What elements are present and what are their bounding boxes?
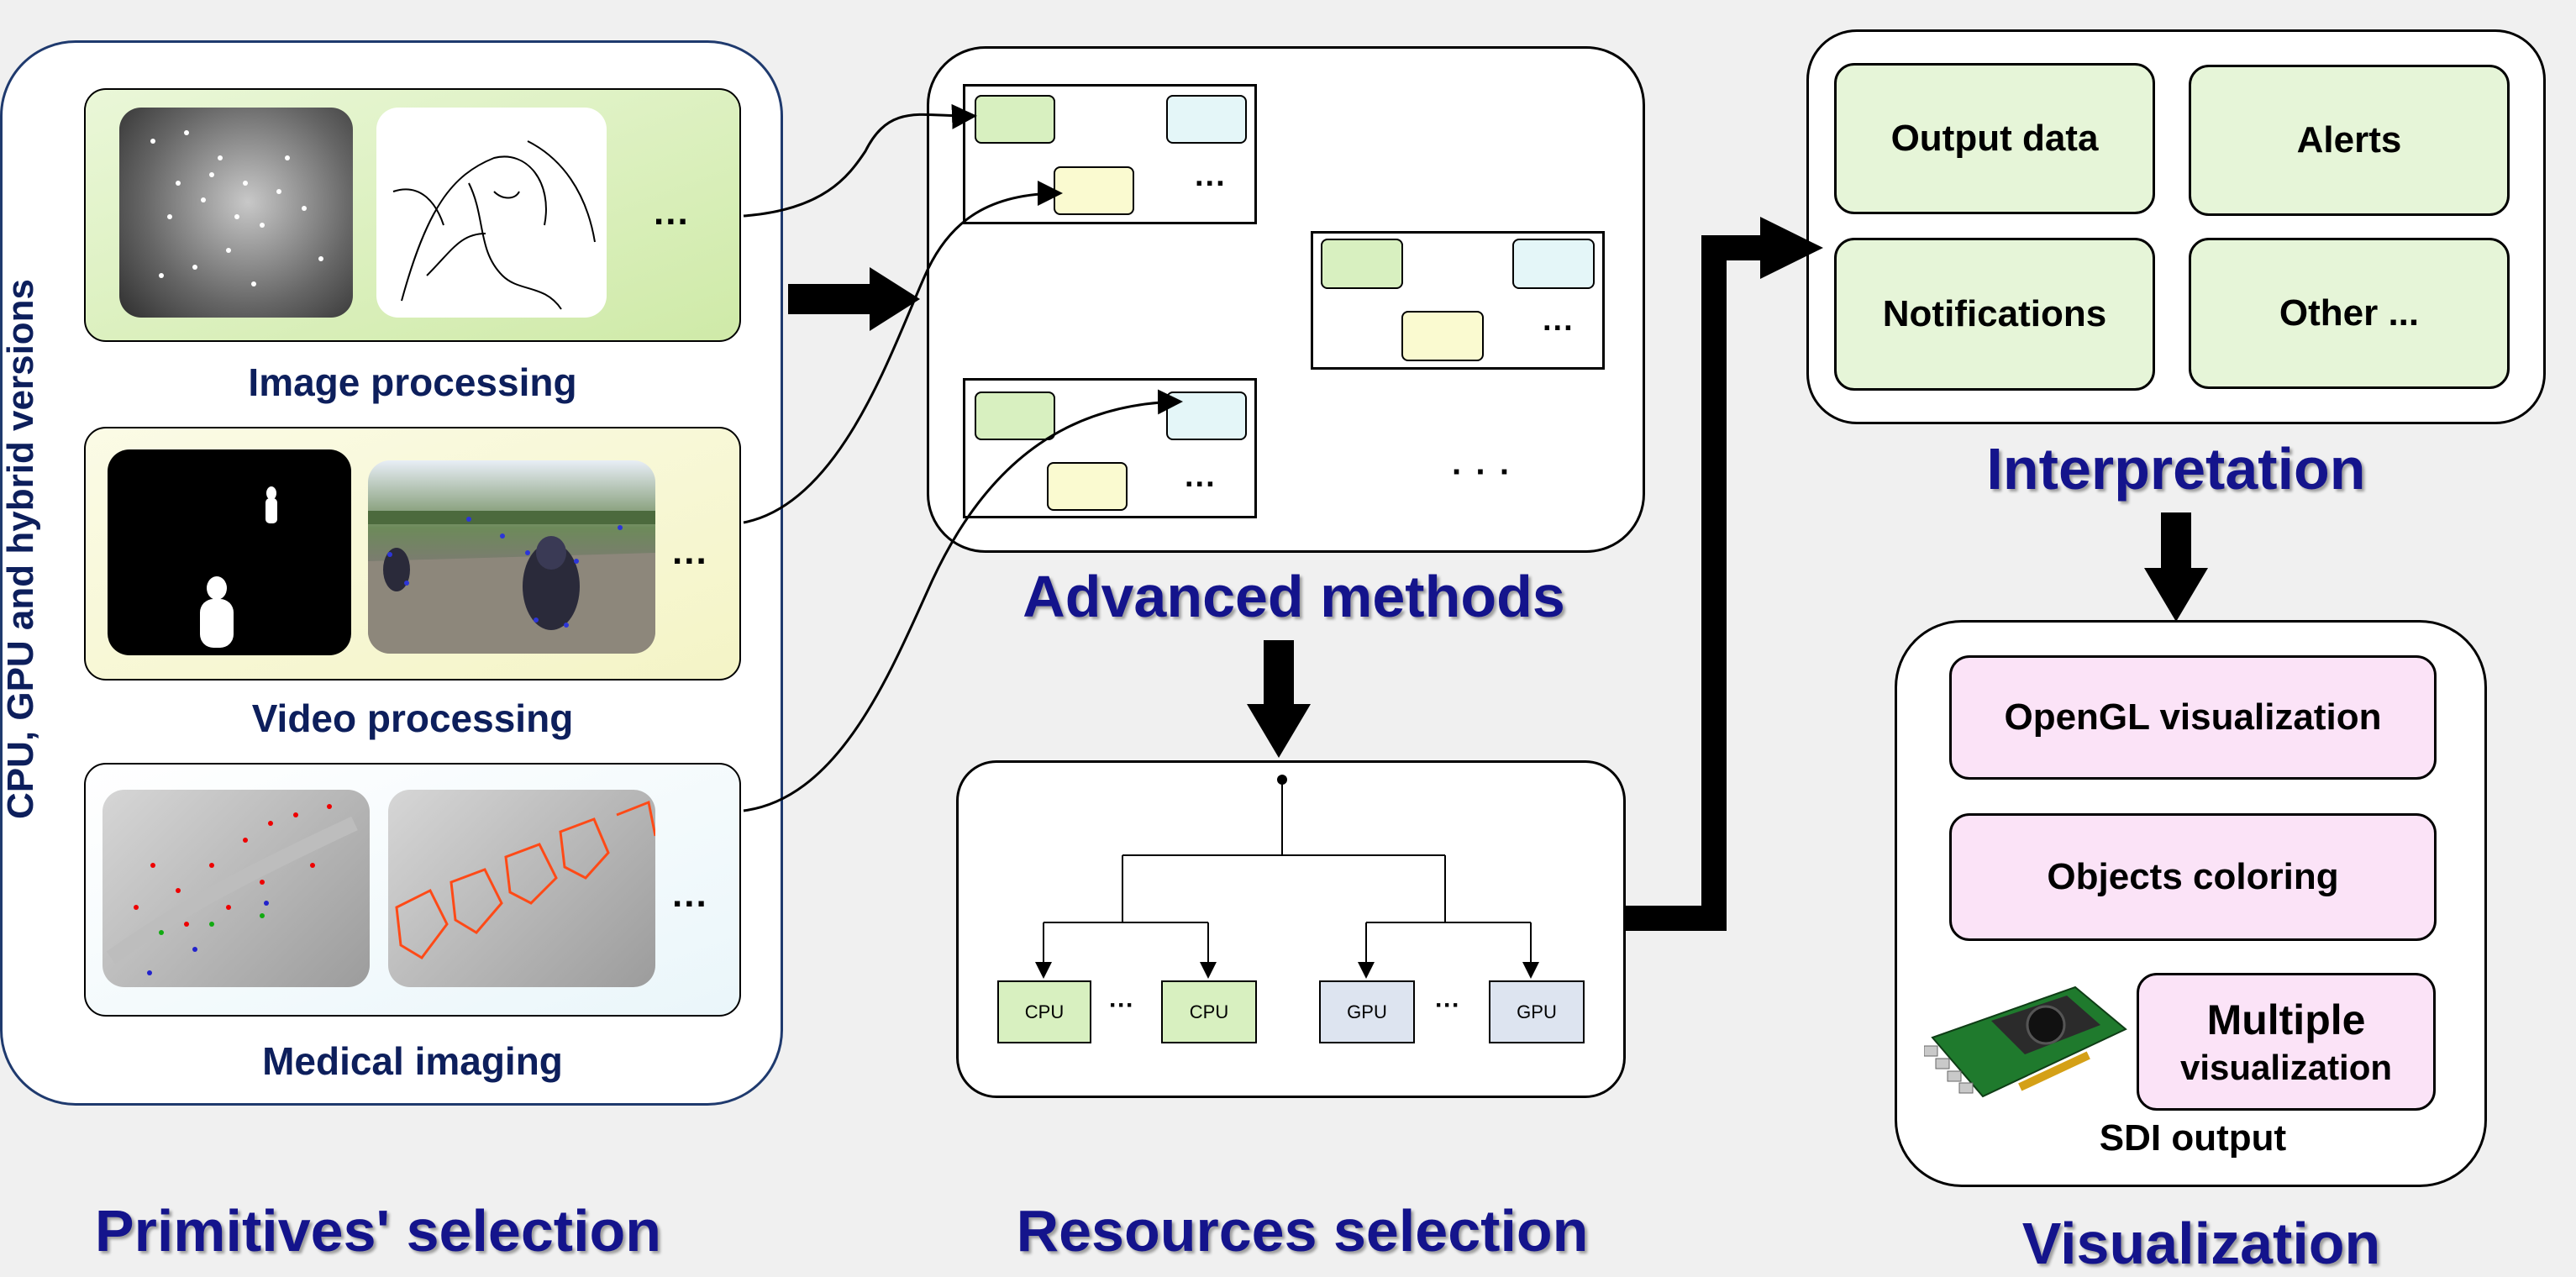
- image-processing-caption: Image processing: [248, 360, 577, 404]
- sdi-card-image: [1924, 979, 2130, 1109]
- gpu-ellipsis: ···: [1435, 991, 1460, 1019]
- group3-ellipsis: ...: [1185, 459, 1217, 494]
- objects-coloring-box: Objects coloring: [1949, 813, 2437, 941]
- other-box: Other ...: [2189, 238, 2510, 389]
- spine-points-thumbnail: [103, 790, 370, 987]
- group2-ellipsis: ...: [1543, 302, 1575, 338]
- gpu-box-1: GPU: [1319, 980, 1415, 1043]
- spine-contours-thumbnail: [388, 790, 655, 987]
- cpu-box-1: CPU: [997, 980, 1091, 1043]
- method-block-green-2: [1321, 239, 1403, 289]
- primitives-to-advanced-arrow: [788, 267, 920, 331]
- cpu-box-2: CPU: [1161, 980, 1257, 1043]
- method-block-cyan-1: [1166, 95, 1247, 144]
- method-block-cyan-2: [1512, 239, 1595, 289]
- video-processing-caption: Video processing: [251, 696, 574, 740]
- motorcycle-thumbnail: [368, 460, 655, 654]
- method-block-yellow-2: [1401, 311, 1484, 361]
- vertebra-contours: [395, 800, 655, 959]
- edge-lines: [392, 140, 596, 310]
- graphics-card-drawing: [1924, 985, 2127, 1098]
- video-ellipsis: ...: [672, 531, 708, 572]
- feature-points-overlay: [150, 130, 323, 286]
- medical-imaging-caption: Medical imaging: [262, 1039, 563, 1083]
- silhouettes: [200, 486, 277, 648]
- advanced-methods-title: Advanced methods: [1023, 564, 1565, 629]
- side-label: CPU, GPU and hybrid versions: [0, 278, 41, 819]
- gpu-box-2: GPU: [1489, 980, 1585, 1043]
- alerts-box: Alerts: [2189, 65, 2510, 216]
- cpu-ellipsis: ···: [1109, 991, 1134, 1019]
- opengl-visualization-box: OpenGL visualization: [1949, 655, 2437, 780]
- visualization-title: Visualization: [2021, 1211, 2381, 1276]
- group1-ellipsis: ...: [1195, 158, 1227, 193]
- riders: [368, 511, 655, 654]
- method-block-green-1: [975, 95, 1055, 144]
- foreground-mask-thumbnail: [108, 449, 351, 655]
- landmark-points: [106, 804, 358, 975]
- interpretation-title: Interpretation: [1986, 436, 2366, 502]
- output-data-box: Output data: [1834, 63, 2155, 214]
- advanced-to-resources-arrow: [1247, 640, 1311, 758]
- image-ellipsis: ...: [654, 192, 690, 233]
- resources-title: Resources selection: [1016, 1198, 1589, 1264]
- multiple-line-2: visualization: [2179, 1048, 2393, 1087]
- multiple-visualization-box: Multiple visualization: [2137, 973, 2436, 1111]
- medical-ellipsis: ...: [672, 874, 708, 915]
- more-methods-ellipsis: · · ·: [1452, 454, 1513, 491]
- resources-to-interpretation-arrow: [1626, 217, 1823, 931]
- resources-panel: [956, 760, 1626, 1098]
- method-block-yellow-1: [1054, 166, 1134, 215]
- method-block-yellow-3: [1047, 462, 1128, 511]
- interpretation-to-visualization-arrow: [2144, 512, 2208, 622]
- primitives-title: Primitives' selection: [94, 1198, 662, 1264]
- multiple-line-1: Multiple: [2206, 996, 2366, 1043]
- lena-edges-thumbnail: [376, 108, 607, 318]
- method-block-green-3: [975, 392, 1055, 440]
- notifications-box: Notifications: [1834, 238, 2155, 391]
- sdi-output-label: SDI output: [2099, 1117, 2287, 1159]
- lena-features-thumbnail: [119, 108, 353, 318]
- method-block-cyan-3: [1166, 392, 1247, 440]
